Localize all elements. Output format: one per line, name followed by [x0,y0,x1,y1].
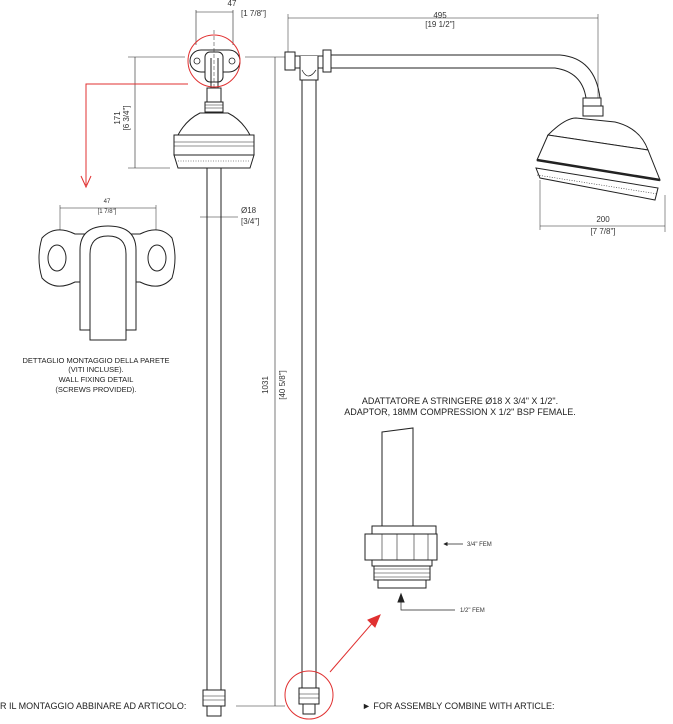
detail-dim-47-in: [1 7/8"] [98,209,117,215]
footer-left-text: R IL MONTAGGIO ABBINARE AD ARTICOLO: [0,701,186,711]
dim-171-in: [6 3/4"] [122,105,131,130]
adaptor-title-en: ADAPTOR, 18MM COMPRESSION X 1/2" BSP FEM… [344,407,575,417]
detail-caption-line3: WALL FIXING DETAIL [59,375,134,384]
side-view [284,14,666,720]
detail-dim-47-mm: 47 [104,199,111,205]
dim-47-in: [1 7/8"] [241,9,266,18]
dim-1031-mm: 1031 [261,376,270,394]
adaptor-label-1-2: 1/2" FEM [460,608,485,614]
adaptor-label-3-4: 3/4" FEM [467,542,492,548]
dim-495-mm: 495 [433,11,447,20]
detail-caption-line1: DETTAGLIO MONTAGGIO DELLA PARETE [22,356,169,365]
detail-caption-line4: (SCREWS PROVIDED). [55,385,136,394]
dim-171-mm: 171 [113,111,122,125]
detail-caption-line2: (VITI INCLUSE). [68,365,123,374]
dim-47-mm: 47 [228,0,237,8]
dim-1031-in: [40 5/8"] [278,370,287,400]
front-view [80,10,285,717]
wall-fixing-detail [38,205,176,341]
dim-495-in: [19 1/2"] [425,20,455,29]
adaptor-title-it: ADATTATORE A STRINGERE Ø18 X 3/4" X 1/2"… [362,396,558,406]
adaptor-detail [364,427,463,611]
dim-18-in: [3/4"] [241,217,259,226]
dim-200-mm: 200 [596,215,610,224]
dim-200-in: [7 7/8"] [590,227,615,236]
dim-18-mm: Ø18 [241,206,257,215]
footer-right-text: ► FOR ASSEMBLY COMBINE WITH ARTICLE: [362,701,554,711]
